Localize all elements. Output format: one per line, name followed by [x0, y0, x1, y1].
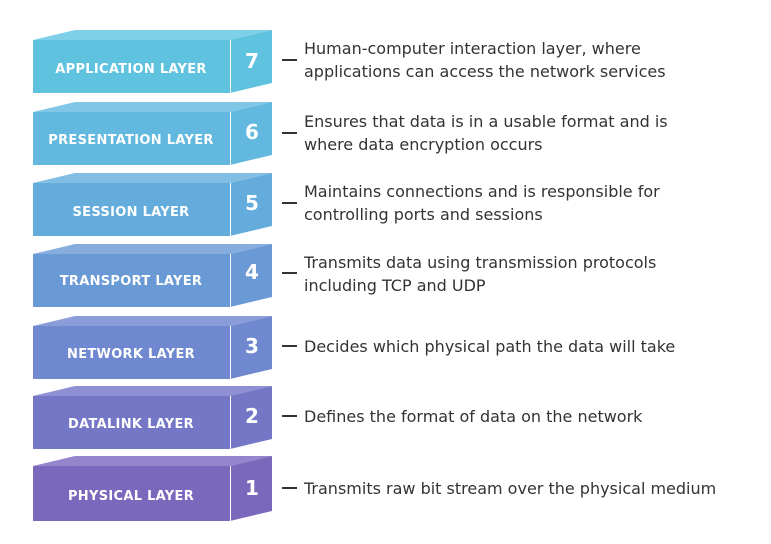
layer-2-name: DATALINK LAYER: [68, 417, 194, 432]
layer-5-number: 5: [245, 191, 259, 215]
layer-4-front-face: [33, 254, 230, 307]
layer-1-name: PHYSICAL LAYER: [68, 489, 194, 504]
layer-2-block: DATALINK LAYER 2: [33, 386, 297, 449]
layer-1-description-line-1: Transmits raw bit stream over the physic…: [304, 479, 717, 498]
layer-6-number: 6: [245, 120, 259, 144]
layer-3-number: 3: [245, 334, 259, 358]
layer-7-description-line-1: Human-computer interaction layer, where: [304, 39, 641, 58]
layer-4-description: Transmits data using transmission protoc…: [304, 251, 656, 297]
layer-1-front-face: [33, 466, 230, 521]
layer-6-name: PRESENTATION LAYER: [48, 133, 213, 148]
layer-2-top-face: [33, 386, 272, 396]
layer-4-description-line-2: including TCP and UDP: [304, 276, 486, 295]
layer-7-description-line-2: applications can access the network serv…: [304, 62, 666, 81]
layer-1-right-face: [230, 456, 272, 521]
layer-7-right-face: [230, 30, 272, 93]
layer-3-name: NETWORK LAYER: [67, 347, 195, 362]
layer-3-front-face: [33, 326, 230, 379]
layer-7-front-face: [33, 40, 230, 93]
layer-2-description: Defines the format of data on the networ…: [304, 405, 642, 428]
layer-4-number: 4: [245, 260, 259, 284]
layer-3-top-face: [33, 316, 272, 326]
layer-6-description-line-2: where data encryption occurs: [304, 135, 543, 154]
layer-6-front-face: [33, 112, 230, 165]
layer-3-block: NETWORK LAYER 3: [33, 316, 297, 379]
layer-5-description-line-2: controlling ports and sessions: [304, 205, 543, 224]
layer-5-front-face: [33, 183, 230, 236]
layer-1-block: PHYSICAL LAYER 1: [33, 456, 297, 521]
layer-5-description-line-1: Maintains connections and is responsible…: [304, 182, 660, 201]
layer-7-number: 7: [245, 49, 259, 73]
layer-6-right-face: [230, 102, 272, 165]
layer-1-top-face: [33, 456, 272, 466]
layer-5-right-face: [230, 173, 272, 236]
layer-5-name: SESSION LAYER: [73, 205, 190, 220]
layer-1-number: 1: [245, 476, 259, 500]
layer-2-number: 2: [245, 404, 259, 428]
layer-4-name: TRANSPORT LAYER: [60, 274, 203, 289]
layer-6-description: Ensures that data is in a usable format …: [304, 110, 668, 156]
layer-1-description: Transmits raw bit stream over the physic…: [304, 477, 716, 500]
layer-7-block: APPLICATION LAYER 7: [33, 30, 297, 93]
layer-6-block: PRESENTATION LAYER 6: [33, 102, 297, 165]
layer-7-description: Human-computer interaction layer, where …: [304, 37, 666, 83]
layer-2-description-line-1: Defines the format of data on the networ…: [304, 407, 643, 426]
layer-7-top-face: [33, 30, 272, 40]
layer-4-top-face: [33, 244, 272, 254]
layer-3-description: Decides which physical path the data wil…: [304, 335, 675, 358]
layer-4-description-line-1: Transmits data using transmission protoc…: [304, 253, 657, 272]
layer-6-description-line-1: Ensures that data is in a usable format …: [304, 112, 668, 131]
layer-5-top-face: [33, 173, 272, 183]
layer-2-right-face: [230, 386, 272, 449]
layer-3-right-face: [230, 316, 272, 379]
layer-4-right-face: [230, 244, 272, 307]
layer-5-description: Maintains connections and is responsible…: [304, 180, 660, 226]
layer-6-top-face: [33, 102, 272, 112]
layer-4-block: TRANSPORT LAYER 4: [33, 244, 297, 307]
layer-5-block: SESSION LAYER 5: [33, 173, 297, 236]
layer-2-front-face: [33, 396, 230, 449]
layer-3-description-line-1: Decides which physical path the data wil…: [304, 337, 676, 356]
layer-7-name: APPLICATION LAYER: [55, 62, 207, 77]
